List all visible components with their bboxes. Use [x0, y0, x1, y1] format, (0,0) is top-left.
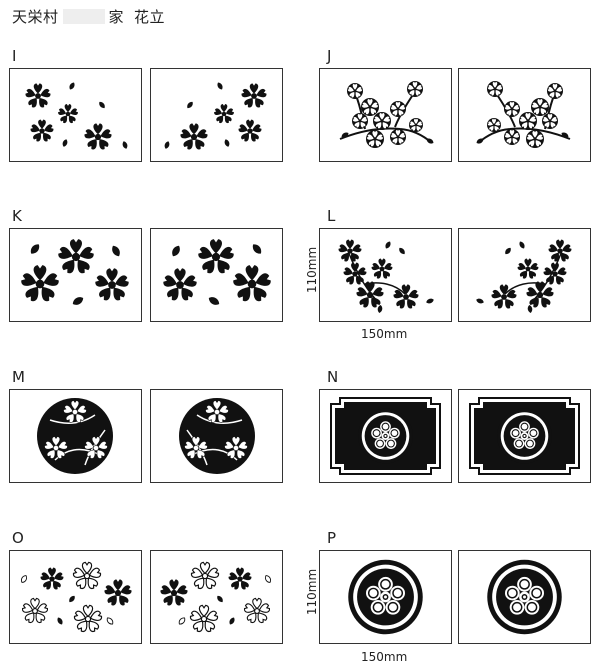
family-crest-frame-graphic: [330, 397, 441, 475]
design-label-m: M: [12, 368, 25, 386]
sakura-mixed-graphic: [19, 561, 133, 634]
family-crest-graphic: [348, 559, 423, 635]
page-title: 天栄村 家花立: [12, 6, 165, 27]
design-label-i: I: [12, 47, 17, 65]
design-label-o: O: [12, 529, 24, 547]
sakura-mixed-graphic: [159, 561, 273, 634]
design-label-k: K: [12, 207, 22, 225]
height-dimension: 110mm: [305, 568, 320, 616]
design-label-j: J: [327, 47, 332, 65]
sakura-large-graphic: [20, 239, 130, 307]
design-o-right[interactable]: [150, 550, 283, 644]
design-label-p: P: [327, 529, 337, 547]
design-p-left[interactable]: [319, 550, 452, 644]
title-family: 家: [108, 8, 125, 26]
sakura-circle-graphic: [179, 398, 255, 474]
title-place: 天栄村: [12, 8, 59, 26]
sakura-corner-graphic: [337, 239, 435, 314]
title-item: 花立: [134, 8, 166, 26]
width-dimension: 150mm: [361, 650, 408, 664]
sakura-large-graphic: [162, 239, 272, 307]
design-n-left[interactable]: [319, 389, 452, 483]
design-m-right[interactable]: [150, 389, 283, 483]
design-k-left[interactable]: [9, 228, 142, 322]
design-m-left[interactable]: [9, 389, 142, 483]
sakura-circle-graphic: [37, 398, 113, 474]
name-blank: [62, 9, 105, 24]
sakura-corner-graphic: [475, 239, 573, 314]
family-crest-frame-graphic: [469, 397, 580, 475]
sakura-scatter-graphic: [163, 81, 268, 151]
design-n-right[interactable]: [458, 389, 591, 483]
design-label-l: L: [327, 207, 336, 225]
design-i-right[interactable]: [150, 68, 283, 162]
design-i-left[interactable]: [9, 68, 142, 162]
width-dimension: 150mm: [361, 327, 408, 341]
design-l-left[interactable]: [319, 228, 452, 322]
design-j-right[interactable]: [458, 68, 591, 162]
sakura-branch-graphic: [339, 81, 435, 148]
design-o-left[interactable]: [9, 550, 142, 644]
sakura-scatter-graphic: [24, 81, 129, 151]
design-label-n: N: [327, 368, 339, 386]
height-dimension: 110mm: [305, 246, 320, 294]
design-k-right[interactable]: [150, 228, 283, 322]
design-p-right[interactable]: [458, 550, 591, 644]
design-j-left[interactable]: [319, 68, 452, 162]
family-crest-graphic: [487, 559, 562, 635]
design-l-right[interactable]: [458, 228, 591, 322]
sakura-branch-graphic: [475, 81, 571, 148]
